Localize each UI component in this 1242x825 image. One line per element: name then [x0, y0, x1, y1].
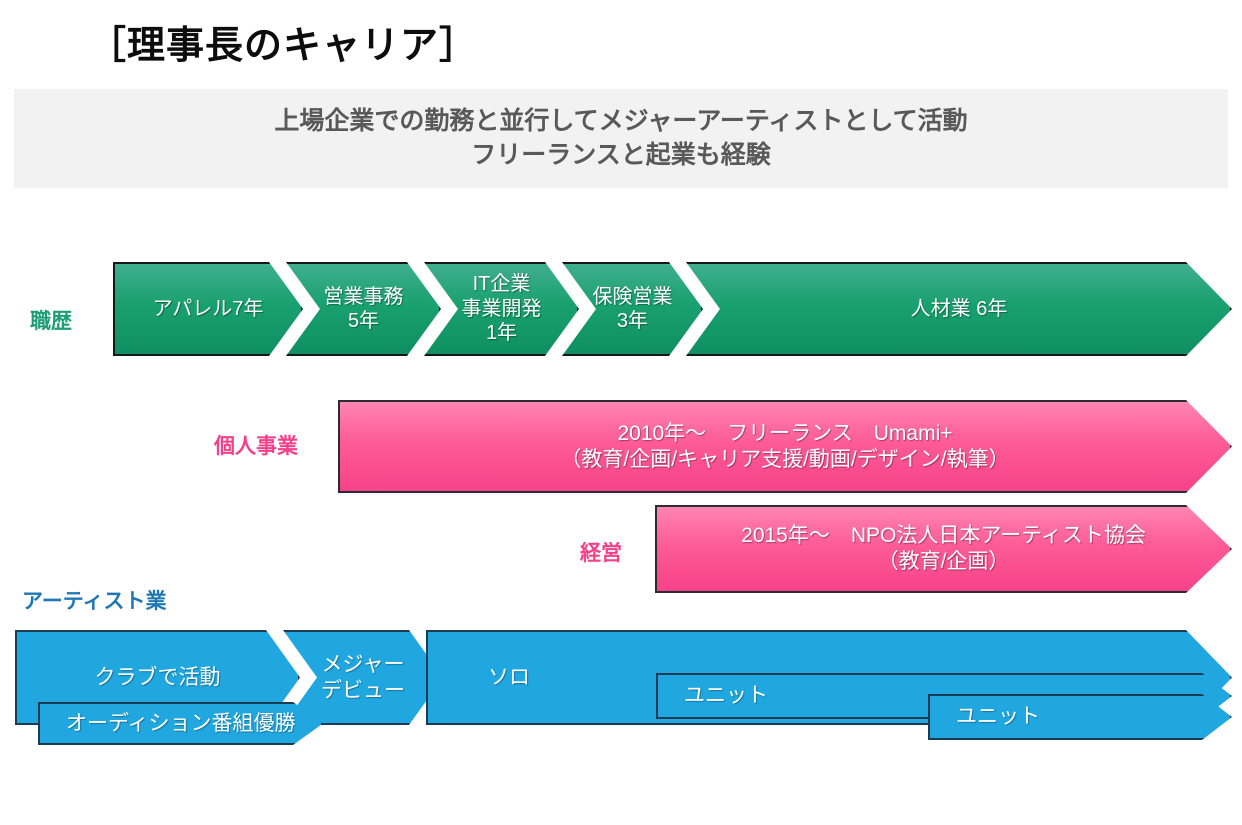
career-segment-staffing-label: 人材業 6年 — [910, 297, 1008, 320]
artist-subbar-unit-2-label: ユニット — [956, 705, 1040, 729]
artist-segment-major-debut-label: メジャー デビュー — [321, 652, 405, 702]
artist-segment-solo-label: ソロ — [488, 665, 530, 689]
management-bar-npo-line1: 2015年～ NPO法人日本アーティスト協会 — [741, 524, 1146, 548]
row-label-career: 職歴 — [30, 310, 72, 333]
management-bar-npo-line2: （教育/企画） — [877, 550, 1010, 573]
subtitle-line-1: 上場企業での勤務と並行してメジャーアーティストとして活動 — [274, 107, 968, 136]
sole-proprietor-bar-freelance-line2: （教育/企画/キャリア支援/動画/デザイン/執筆） — [560, 447, 1010, 471]
career-segment-staffing[interactable]: 人材業 6年 — [686, 262, 1232, 356]
artist-subbar-unit-1-label: ユニット — [684, 684, 768, 708]
artist-segment-club-label: クラブで活動 — [94, 665, 221, 689]
management-bar-npo[interactable]: 2015年～ NPO法人日本アーティスト協会 （教育/企画） — [655, 505, 1232, 593]
career-segment-it-business-dev[interactable]: IT企業 事業開発 1年 — [424, 262, 579, 356]
row-label-artist: アーティスト業 — [22, 590, 167, 613]
career-segment-insurance-sales[interactable]: 保険営業 3年 — [562, 262, 703, 356]
subtitle-banner: 上場企業での勤務と並行してメジャーアーティストとして活動 フリーランスと起業も経… — [14, 89, 1228, 188]
artist-subbar-audition-win-label: オーディション番組優勝 — [66, 711, 296, 735]
artist-subbar-audition-win[interactable]: オーディション番組優勝 — [38, 702, 323, 745]
row-label-sole-proprietor: 個人事業 — [214, 435, 298, 458]
career-segment-sales-admin-label: 営業事務 5年 — [323, 285, 404, 332]
career-segment-sales-admin[interactable]: 営業事務 5年 — [286, 262, 441, 356]
career-segment-insurance-sales-label: 保険営業 3年 — [592, 285, 673, 332]
career-segment-apparel[interactable]: アパレル7年 — [113, 262, 303, 356]
career-segment-apparel-label: アパレル7年 — [152, 297, 264, 320]
career-segment-it-business-dev-label: IT企業 事業開発 1年 — [461, 273, 542, 345]
artist-subbar-unit-2[interactable]: ユニット — [928, 694, 1232, 740]
sole-proprietor-bar-freelance[interactable]: 2010年～ フリーランス Umami+ （教育/企画/キャリア支援/動画/デザ… — [338, 400, 1232, 493]
sole-proprietor-bar-freelance-line1: 2010年～ フリーランス Umami+ — [617, 421, 953, 445]
page-title: ［理事長のキャリア］ — [88, 25, 479, 67]
row-label-management: 経営 — [580, 542, 622, 565]
artist-segment-major-debut[interactable]: メジャー デビュー — [283, 630, 443, 725]
subtitle-line-2: フリーランスと起業も経験 — [471, 140, 771, 169]
